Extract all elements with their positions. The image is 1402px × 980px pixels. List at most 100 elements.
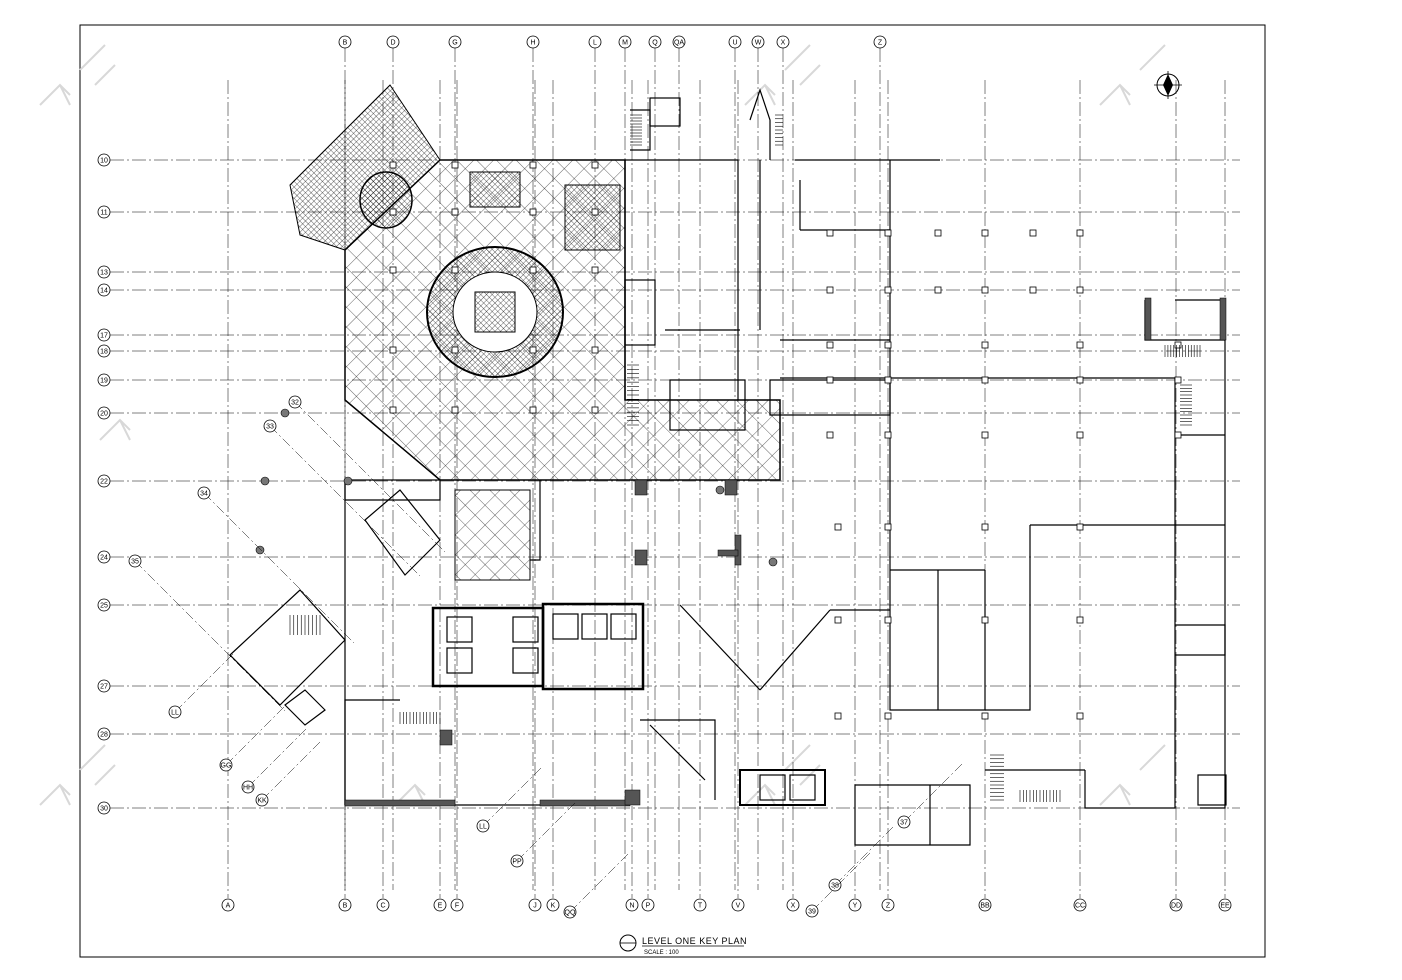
seating-group <box>474 291 516 333</box>
structural-columns <box>255 161 1182 720</box>
grid-bubble-bottom-10: V <box>731 898 745 912</box>
angled-bubble-6: HH <box>241 726 309 794</box>
grid-bubble-left-2: 13 <box>97 265 111 279</box>
angled-grid-label: 39 <box>808 909 816 916</box>
grid-bubble-bottom-13: Z <box>881 898 895 912</box>
lobby-floor <box>289 84 781 581</box>
grid-label-bottom: EE <box>1220 903 1230 910</box>
grid-label-left: 18 <box>100 349 108 356</box>
grid-bubble-bottom-12: Y <box>848 898 862 912</box>
angled-bubble-7: KK <box>255 739 323 807</box>
grid-label-bottom: Y <box>853 903 858 910</box>
grid-label-left: 13 <box>100 270 108 277</box>
angled-grid-label: 32 <box>291 400 299 407</box>
grid-label-bottom: A <box>226 903 231 910</box>
grid-label-bottom: K <box>551 903 556 910</box>
grid-label-left: 14 <box>100 288 108 295</box>
grid-label-left: 11 <box>100 210 107 217</box>
grid-label-top: U <box>732 40 737 47</box>
north-arrow-icon <box>1154 71 1182 99</box>
watermark <box>39 44 1166 806</box>
grid-bubble-top-1: D <box>386 35 400 49</box>
angled-grid-label: 37 <box>900 820 908 827</box>
grid-label-bottom: DD <box>1171 903 1181 910</box>
angled-bubble-11: 38 <box>828 824 896 892</box>
rug-north <box>469 171 521 208</box>
grid-bubble-left-7: 20 <box>97 406 111 420</box>
grid-label-bottom: B <box>343 903 348 910</box>
grid-label-left: 25 <box>100 603 108 610</box>
grid-bubble-left-6: 19 <box>97 373 111 387</box>
grid-label-left: 19 <box>100 378 108 385</box>
grid-label-bottom: CC <box>1075 903 1085 910</box>
grid-label-bottom: BB <box>980 903 990 910</box>
grid-bubble-top-3: H <box>526 35 540 49</box>
grid-label-left: 27 <box>100 684 108 691</box>
grid-bubble-left-4: 17 <box>97 328 111 342</box>
grid-bubble-bottom-8: P <box>641 898 655 912</box>
angled-grid-label: QQ <box>565 910 576 917</box>
grid-bubble-left-5: 18 <box>97 344 111 358</box>
grid-label-top: D <box>390 40 395 47</box>
angled-bubble-9: PP <box>510 800 578 868</box>
grid-label-top: B <box>343 40 348 47</box>
grid-label-top: W <box>755 40 762 47</box>
drawing-scale: SCALE : 100 <box>644 950 679 956</box>
grid-label-bottom: E <box>438 903 443 910</box>
angled-grid-label: KK <box>257 798 267 805</box>
angled-bubble-5: GG <box>219 704 287 772</box>
grid-bubble-bottom-0: A <box>221 898 235 912</box>
grid-bubble-top-11: Z <box>873 35 887 49</box>
angled-bubble-0: 32 <box>288 395 446 553</box>
grid-bubble-left-12: 28 <box>97 727 111 741</box>
grid-label-left: 28 <box>100 732 108 739</box>
grid-label-bottom: T <box>698 903 703 910</box>
grid-label-left: 30 <box>100 806 108 813</box>
drawing-title: LEVEL ONE KEY PLAN <box>642 936 747 946</box>
grid-label-left: 22 <box>100 479 108 486</box>
angled-grid-label: 33 <box>266 424 274 431</box>
grid-label-bottom: Z <box>886 903 891 910</box>
grid-bubble-left-9: 24 <box>97 550 111 564</box>
grid-bubble-left-3: 14 <box>97 283 111 297</box>
grid-bubble-top-6: Q <box>648 35 662 49</box>
grid-bubble-bottom-7: N <box>625 898 639 912</box>
rug-east <box>564 184 621 251</box>
grid-label-top: Z <box>878 40 883 47</box>
walls <box>229 88 1227 846</box>
grid-label-left: 24 <box>100 555 108 562</box>
angled-bubble-12: 39 <box>805 850 873 918</box>
angled-bubble-4: LL <box>168 651 236 719</box>
grid-label-bottom: P <box>646 903 651 910</box>
angled-grid-label: 38 <box>831 883 839 890</box>
grid-bubble-bottom-3: E <box>433 898 447 912</box>
angled-bubble-2: 34 <box>197 486 355 644</box>
grid-bubble-bottom-11: X <box>786 898 800 912</box>
grid-label-top: G <box>452 40 457 47</box>
grid-label-bottom: X <box>791 903 796 910</box>
angled-grid-label: GG <box>221 763 232 770</box>
angled-grid-label: LL <box>479 824 487 831</box>
grid-bubble-left-8: 22 <box>97 474 111 488</box>
corridor-hatch <box>454 489 531 581</box>
grid-label-top: X <box>781 40 786 47</box>
grid-bubble-top-0: B <box>338 35 352 49</box>
drawing-title-block: LEVEL ONE KEY PLAN SCALE : 100 <box>619 934 747 956</box>
angled-grid-label: 35 <box>131 559 139 566</box>
grid-bubble-bottom-5: J <box>528 898 542 912</box>
grid-bubble-top-10: X <box>776 35 790 49</box>
grid-label-bottom: J <box>533 903 537 910</box>
grid-bubble-bottom-15: CC <box>1073 898 1087 912</box>
grid-label-bottom: F <box>455 903 459 910</box>
grid-label-left: 10 <box>100 158 108 165</box>
grid-bubble-bottom-4: F <box>450 898 464 912</box>
heavy-walls <box>344 297 1227 807</box>
angled-grid-label: PP <box>512 859 522 866</box>
grid-bubble-left-13: 30 <box>97 801 111 815</box>
angled-bubble-10: QQ <box>563 851 631 919</box>
grid-bubble-left-0: 10 <box>97 153 111 167</box>
grid-bubble-top-4: L <box>588 35 602 49</box>
